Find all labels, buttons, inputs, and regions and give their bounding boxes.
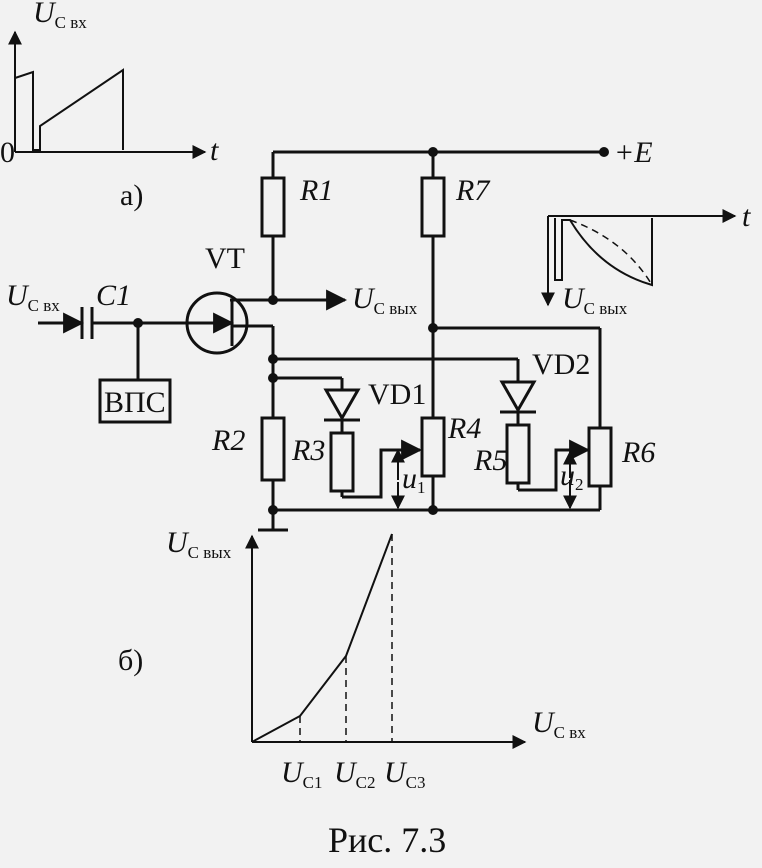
r2-label: R2 bbox=[211, 424, 245, 457]
graph-a-sawtooth bbox=[14, 68, 124, 151]
resistor-r7 bbox=[420, 176, 446, 238]
output-waveform-curve bbox=[554, 218, 653, 287]
r3-label: R3 bbox=[291, 434, 325, 467]
r5-label: R5 bbox=[473, 444, 507, 477]
graph-b-panel-label: б) bbox=[118, 644, 143, 677]
graph-b-tick-3: UC3 bbox=[384, 756, 426, 792]
r7-label: R7 bbox=[455, 174, 491, 207]
diode-vd2 bbox=[499, 380, 537, 414]
r4-label: R4 bbox=[447, 412, 481, 445]
resistor-r5 bbox=[505, 423, 531, 485]
vd1-label: VD1 bbox=[368, 378, 426, 411]
resistor-r6 bbox=[587, 426, 613, 488]
u2-label: u2 bbox=[560, 459, 584, 494]
graph-a-origin: 0 bbox=[0, 136, 15, 169]
graph-a-panel-label: а) bbox=[120, 179, 143, 212]
resistor-r3 bbox=[329, 431, 355, 493]
vps-block bbox=[98, 378, 172, 424]
graph-b-y-label: UC вых bbox=[166, 526, 232, 562]
r6-wiper bbox=[518, 439, 591, 492]
output-waveform-dashed bbox=[569, 219, 653, 286]
diode-vd1 bbox=[323, 388, 361, 422]
graph-b-curve bbox=[251, 533, 393, 743]
u1-label: u1 bbox=[402, 462, 426, 497]
supply-label: +E bbox=[614, 136, 653, 169]
resistor-r4 bbox=[420, 416, 446, 478]
graph-b: UC вых UC вх б) UC1 UC2 UC3 bbox=[118, 526, 586, 792]
graph-a: UC вх t 0 а) bbox=[0, 0, 219, 212]
graph-a-x-label: t bbox=[210, 134, 219, 167]
resistor-r2 bbox=[260, 416, 286, 482]
c1-label: C1 bbox=[96, 279, 131, 312]
circuit: +E R1 R7 UC вых VT UC вх C1 ВПС bbox=[6, 136, 655, 532]
graph-b-x-label: UC вх bbox=[532, 706, 586, 742]
vt-label: VT bbox=[205, 242, 245, 275]
figure-caption: Рис. 7.3 bbox=[328, 820, 446, 860]
graph-a-y-label: UC вх bbox=[33, 0, 87, 32]
output-waveform-t-label: t bbox=[742, 200, 751, 233]
r1-label: R1 bbox=[299, 174, 333, 207]
output-label: UC вых bbox=[352, 282, 418, 318]
vd2-label: VD2 bbox=[532, 348, 590, 381]
node-drain bbox=[268, 295, 278, 305]
graph-b-tick-2: UC2 bbox=[334, 756, 376, 792]
input-label: UC вх bbox=[6, 279, 60, 315]
output-waveform: t UC вых bbox=[541, 200, 751, 318]
vps-label: ВПС bbox=[104, 386, 166, 419]
r6-label: R6 bbox=[621, 436, 655, 469]
resistor-r1 bbox=[260, 176, 286, 238]
graph-b-tick-1: UC1 bbox=[281, 756, 323, 792]
output-waveform-label: UC вых bbox=[562, 282, 628, 318]
supply-terminal bbox=[599, 147, 609, 157]
